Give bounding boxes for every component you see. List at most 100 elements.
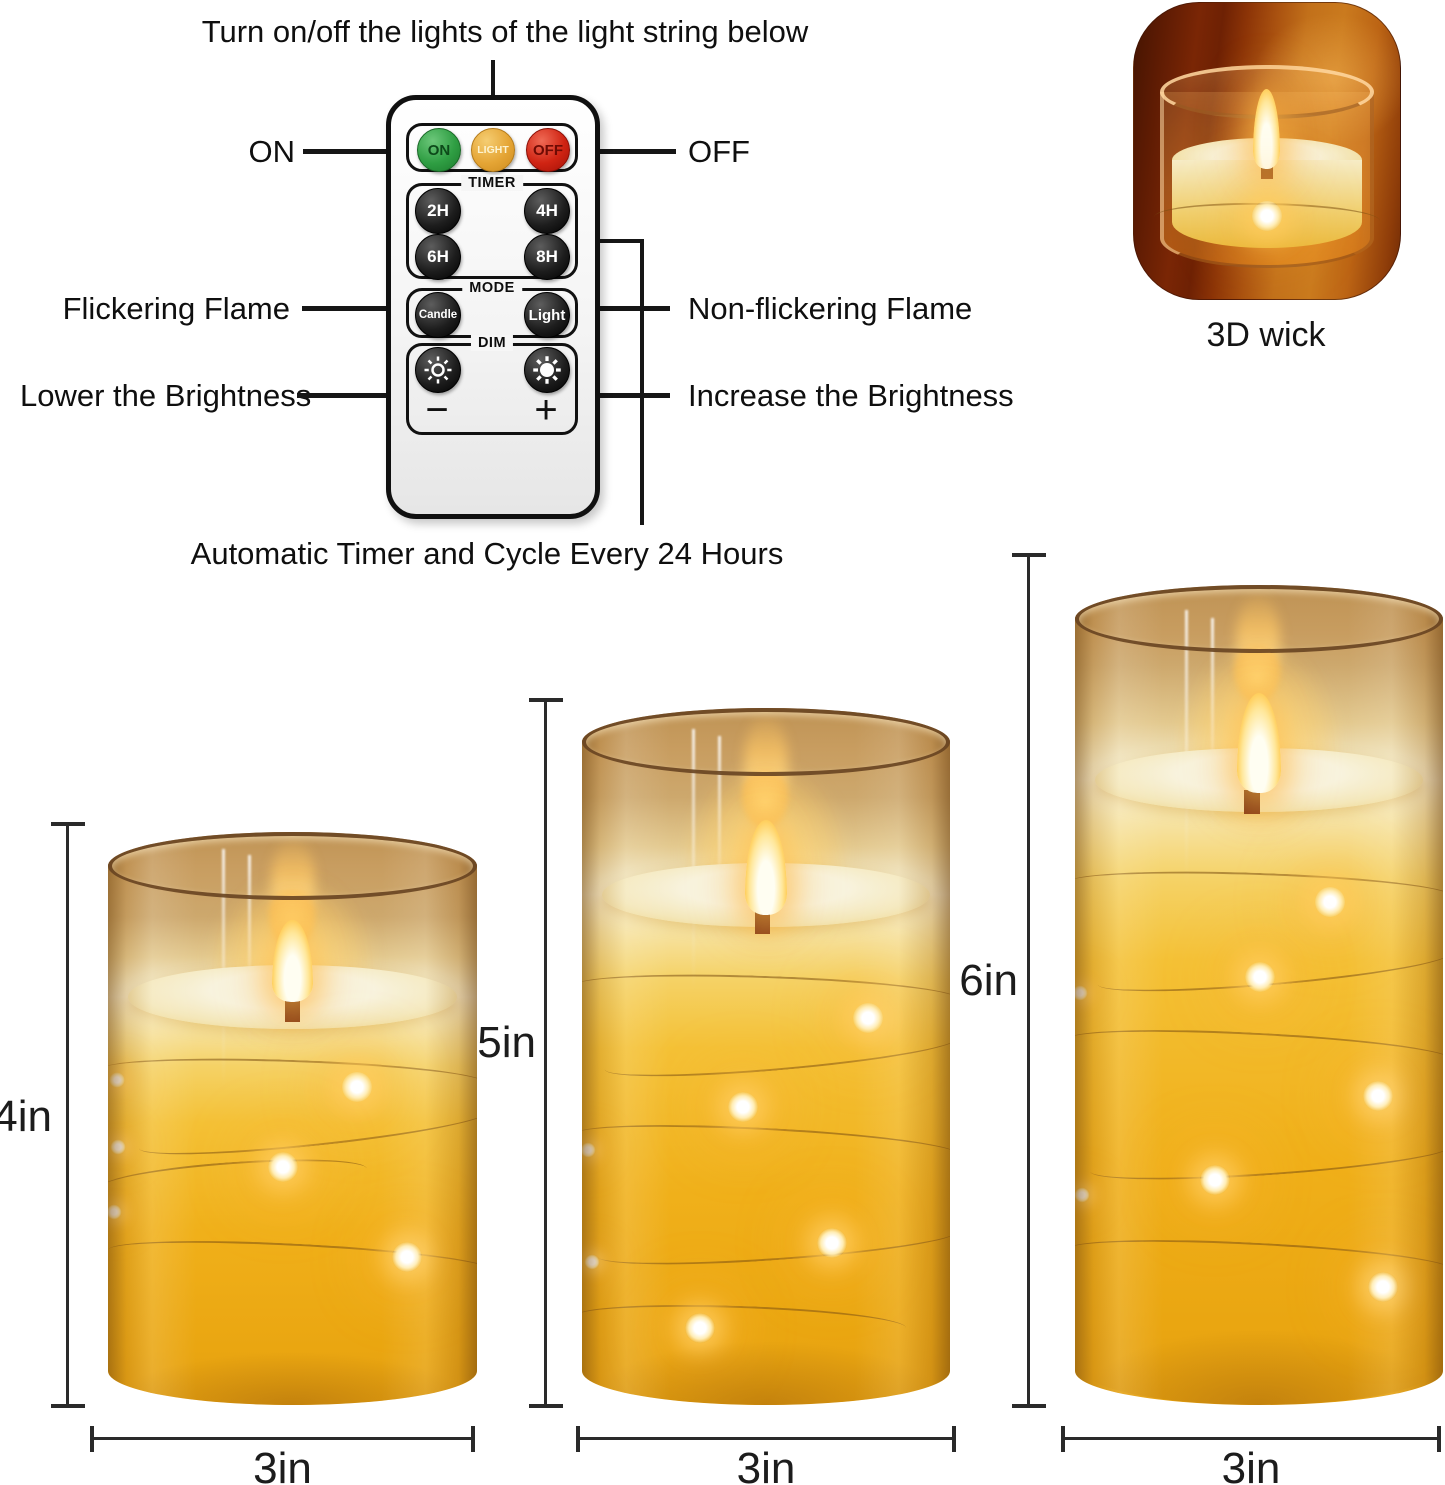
width-label-2: 3in <box>736 1444 796 1485</box>
timer-6h-button: 6H <box>415 234 461 280</box>
timer-2h-button: 2H <box>415 188 461 234</box>
led-light <box>109 1072 125 1088</box>
glass-rim <box>108 832 477 900</box>
on-button-label: ON <box>427 141 451 159</box>
string-wire <box>1075 1023 1443 1075</box>
led-light <box>342 1072 372 1102</box>
non-flickering-connector-line <box>596 306 670 311</box>
top-callout-text: Turn on/off the lights of the light stri… <box>201 14 809 49</box>
led-light <box>392 1242 422 1272</box>
dim-section-title: DIM <box>470 335 514 351</box>
3d-wick-photo <box>1133 2 1401 300</box>
height-label-6in: 6in <box>959 956 1018 1005</box>
mode-button-group: MODE Candle Light <box>406 280 578 338</box>
led-light <box>685 1313 715 1343</box>
top-callout-line <box>491 60 495 95</box>
led-light <box>1075 1187 1090 1203</box>
timer-section-title: TIMER <box>461 175 523 191</box>
string-wire <box>596 1215 950 1273</box>
candle-5in <box>582 708 950 1405</box>
label-flickering-flame: Flickering Flame <box>62 291 290 326</box>
timer-2h-label: 2H <box>427 201 449 220</box>
off-button-label: OFF <box>533 141 563 159</box>
dim-button-group: DIM <box>406 335 578 435</box>
timer-4h-label: 4H <box>536 201 558 220</box>
glass-rim <box>1075 585 1443 653</box>
led-light <box>853 1003 883 1033</box>
glass-highlight <box>692 728 696 994</box>
width-dimension-line-2 <box>576 1426 956 1452</box>
off-connector-line <box>600 149 676 154</box>
glass-cylinder <box>108 832 477 1405</box>
glass-highlight <box>1211 617 1215 840</box>
timer-4h-button: 4H <box>524 188 570 234</box>
remote-control: ON LIGHT OFF TIMER 2H 4H 6H 8H MODE Cand… <box>386 95 600 519</box>
dim-sun-icon <box>424 356 452 384</box>
string-wire <box>1089 1130 1443 1188</box>
power-button-group: ON LIGHT OFF <box>406 123 578 172</box>
label-non-flickering-flame: Non-flickering Flame <box>688 291 973 326</box>
remote-light-button: LIGHT <box>471 128 515 172</box>
dim-down-button <box>415 347 461 393</box>
width-label-1: 3in <box>253 1444 312 1485</box>
string-wire <box>136 1095 477 1165</box>
candle-6in <box>1075 585 1443 1405</box>
height-dimension-line-4in <box>51 822 85 1408</box>
led-light <box>582 1142 596 1158</box>
candle-4in <box>108 832 477 1405</box>
led-light <box>1200 1165 1230 1195</box>
timer-elbow-horizontal-line <box>600 239 643 243</box>
glass-cylinder <box>582 708 950 1405</box>
glass-cylinder <box>1075 585 1443 1405</box>
led-light <box>108 1204 122 1220</box>
led-light <box>1315 887 1345 917</box>
bottom-callout-text: Automatic Timer and Cycle Every 24 Hours <box>190 536 784 571</box>
remote-on-button: ON <box>417 128 461 172</box>
bright-sun-icon <box>533 356 561 384</box>
bottom-shade <box>1082 1331 1436 1405</box>
wick <box>755 910 770 934</box>
height-label-5in: 5in <box>477 1018 536 1067</box>
mode-candle-button: Candle <box>415 292 461 338</box>
on-connector-line <box>303 149 386 154</box>
led-light <box>1368 1272 1398 1302</box>
timer-8h-button: 8H <box>524 234 570 280</box>
string-wire <box>108 1152 368 1204</box>
string-wire <box>603 1022 950 1086</box>
label-on: ON <box>248 134 296 169</box>
led-light <box>584 1254 600 1270</box>
string-wire <box>1075 866 1443 912</box>
mode-light-button: Light <box>524 292 570 338</box>
height-label-4in: 4in <box>0 1092 52 1141</box>
width-dimension-line-1 <box>90 1426 475 1452</box>
led-light <box>268 1152 298 1182</box>
glass-highlight <box>248 854 252 1050</box>
timer-8h-label: 8H <box>536 247 558 266</box>
bottom-shade <box>115 1353 470 1405</box>
dim-plus-sign: + <box>534 388 558 432</box>
led-light <box>817 1228 847 1258</box>
mode-candle-label: Candle <box>418 309 458 321</box>
glass-rim <box>582 708 950 776</box>
bottom-shade <box>589 1342 943 1405</box>
flickering-connector-line <box>302 306 386 311</box>
led-light <box>110 1139 126 1155</box>
dim-up-button <box>524 347 570 393</box>
glass-highlight <box>718 735 722 945</box>
timer-button-group: TIMER 2H 4H 6H 8H <box>406 175 578 280</box>
string-wire <box>108 1053 477 1099</box>
height-dimension-line-5in <box>529 698 563 1408</box>
led-light <box>1075 985 1088 1001</box>
width-dimension-line-3 <box>1061 1426 1441 1452</box>
label-increase-brightness: Increase the Brightness <box>688 378 1014 413</box>
string-wire <box>582 1118 950 1170</box>
mode-light-label: Light <box>528 306 566 324</box>
dim-minus-sign: − <box>425 388 449 432</box>
led-light <box>1363 1081 1393 1111</box>
increase-brightness-connector-line <box>595 393 670 398</box>
string-wire <box>582 969 950 1015</box>
label-off: OFF <box>688 134 750 169</box>
timer-6h-label: 6H <box>427 247 449 266</box>
remote-off-button: OFF <box>526 128 570 172</box>
